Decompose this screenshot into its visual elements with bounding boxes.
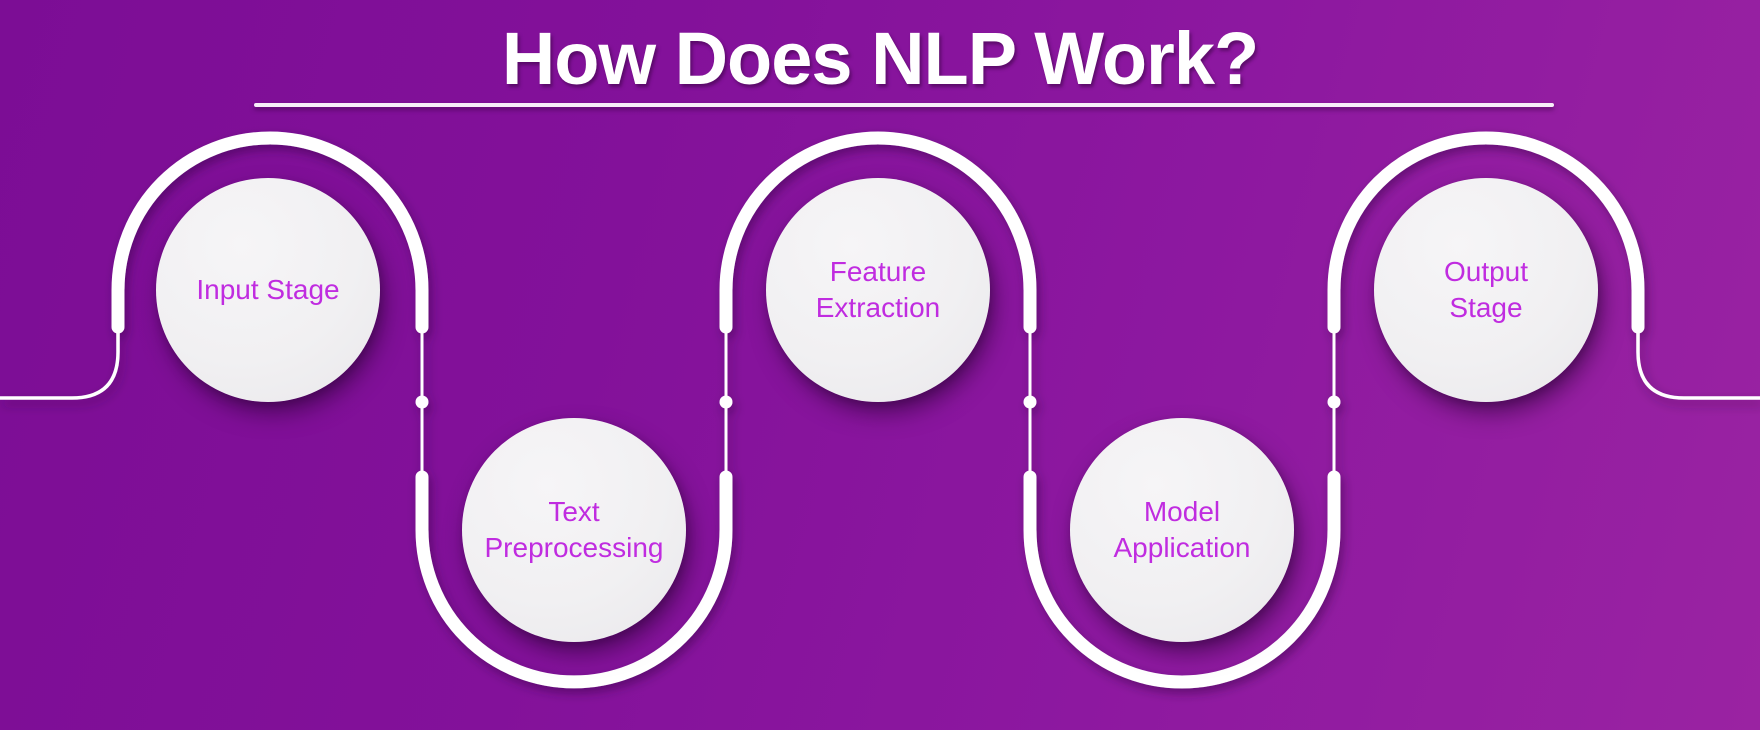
process-wave-path — [111, 131, 1645, 689]
connector-dot — [1023, 395, 1037, 409]
connector-dot — [415, 395, 429, 409]
stage-label: Model Application — [1113, 496, 1251, 563]
connector-dot — [719, 395, 733, 409]
stage-circle-input-stage: Input Stage — [156, 178, 380, 402]
title-underline — [254, 103, 1554, 107]
connector-dot — [1327, 395, 1341, 409]
stage-label: Input Stage — [196, 274, 340, 305]
stage-label: Output Stage — [1443, 256, 1529, 323]
stage-circle-text-preprocessing: Text Preprocessing — [462, 418, 686, 642]
edge-tail-lines — [0, 327, 1760, 400]
page-title: How Does NLP Work? — [501, 17, 1259, 100]
stage-circle-feature-extraction: Feature Extraction — [766, 178, 990, 402]
stage-circle-model-application: Model Application — [1070, 418, 1294, 642]
stage-circle-output-stage: Output Stage — [1374, 178, 1598, 402]
stage-label: Text Preprocessing — [484, 496, 664, 563]
stage-label: Feature Extraction — [815, 256, 941, 323]
